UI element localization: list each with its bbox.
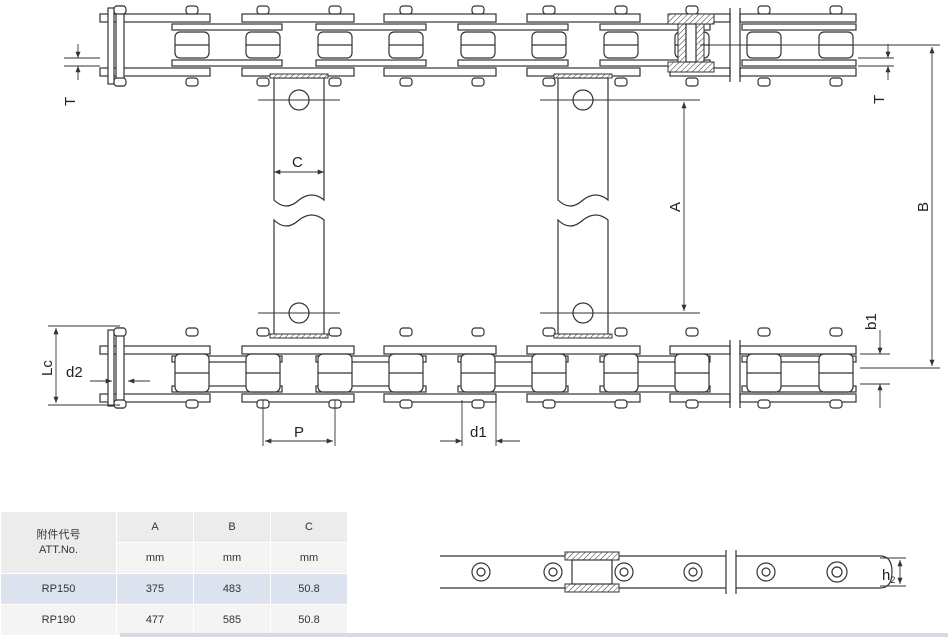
- cell-b: 585: [193, 604, 271, 636]
- label-A: A: [667, 202, 684, 212]
- col-header-c: C: [270, 511, 348, 543]
- att-header-en: ATT.No.: [39, 543, 78, 556]
- label-d2: d2: [66, 364, 83, 381]
- att-header: 附件代号 ATT.No.: [0, 511, 117, 574]
- label-P: P: [294, 424, 304, 441]
- cell-a: 477: [116, 604, 194, 636]
- side-view-chain: [440, 550, 906, 594]
- att-header-cn: 附件代号: [36, 528, 81, 541]
- cell-c: 50.8: [270, 573, 348, 605]
- label-Lc: Lc: [39, 360, 56, 376]
- table-row: RP150 375 483 50.8: [0, 573, 348, 605]
- cell-att: RP150: [0, 573, 117, 605]
- label-T-left: T: [62, 97, 79, 106]
- col-header-b: B: [193, 511, 271, 543]
- label-b1: b1: [863, 313, 880, 330]
- label-d1: d1: [470, 424, 487, 441]
- label-h2: h2: [882, 567, 895, 585]
- col-header-a: A: [116, 511, 194, 543]
- label-C: C: [292, 154, 303, 171]
- cell-c: 50.8: [270, 604, 348, 636]
- label-T-right: T: [871, 95, 888, 104]
- label-B: B: [915, 202, 932, 212]
- cell-att: RP190: [0, 604, 117, 636]
- section-view-link: [667, 13, 715, 73]
- top-chain-strand: [99, 5, 857, 87]
- unit-c: mm: [270, 542, 348, 574]
- table-row: RP190 477 585 50.8: [0, 604, 348, 636]
- cell-a: 375: [116, 573, 194, 605]
- scrollbar-strip: [120, 633, 948, 637]
- dimension-lines: [48, 44, 940, 446]
- slat-right: [540, 73, 700, 339]
- bottom-chain-strand: [99, 327, 857, 409]
- unit-b: mm: [193, 542, 271, 574]
- unit-a: mm: [116, 542, 194, 574]
- slat-left: [258, 73, 340, 339]
- attachment-table: 附件代号 ATT.No. A B C mm mm mm RP150 375 48…: [0, 511, 348, 636]
- cell-b: 483: [193, 573, 271, 605]
